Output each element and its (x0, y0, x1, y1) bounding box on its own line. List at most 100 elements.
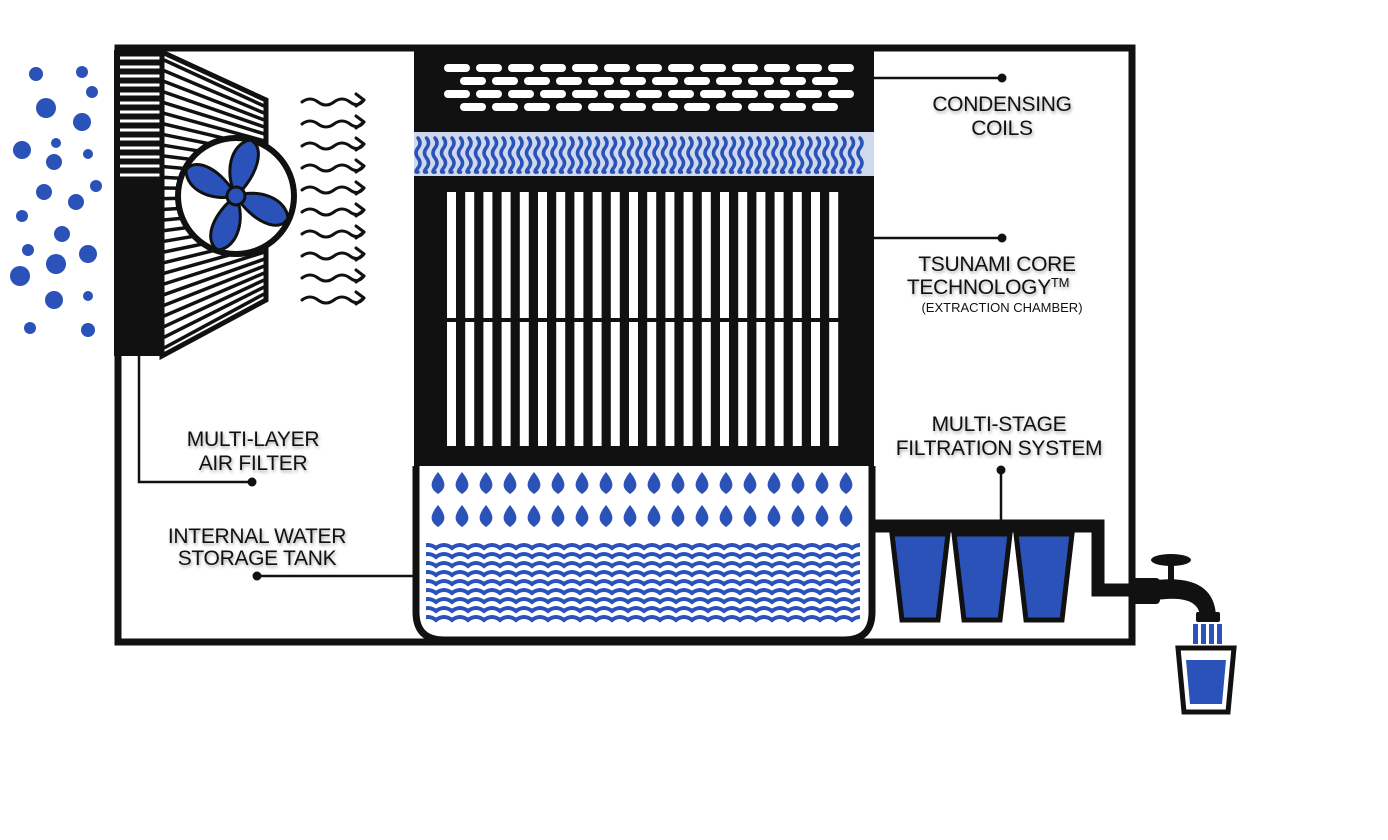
condensation-wave (728, 136, 737, 174)
fan-icon (175, 135, 297, 257)
coil-segment (588, 103, 614, 111)
extraction-column (829, 322, 839, 446)
extraction-column (538, 322, 547, 446)
airflow-squiggle (300, 295, 366, 305)
coil-segment (620, 103, 646, 111)
condensation-wave (456, 136, 465, 174)
coil-segment (780, 77, 806, 85)
extraction-column (447, 322, 456, 446)
extraction-column (592, 192, 602, 318)
airflow-squiggle (300, 251, 366, 261)
condensation-wave (558, 136, 567, 174)
leader-dots (247, 73, 1007, 581)
water-particle (68, 194, 84, 210)
condensation-wave (516, 136, 524, 174)
label-air-filter-line1: MULTI-LAYER (187, 428, 320, 451)
airflow-arrowhead (354, 246, 366, 262)
label-condensing-coils-line2: COILS (971, 117, 1033, 140)
coil-segment (636, 64, 662, 72)
condensation-wave (737, 136, 745, 174)
extraction-chamber-columns (447, 192, 839, 446)
water-particle (46, 154, 62, 170)
water-particle (51, 138, 61, 148)
condensation-wave (856, 136, 864, 174)
extraction-column (574, 322, 584, 446)
filter-slat (163, 58, 265, 108)
airflow-arrows (300, 92, 366, 306)
extraction-column (792, 322, 802, 446)
condensation-wave (652, 136, 660, 174)
condensation-wave (813, 136, 822, 174)
coil-segment (796, 64, 822, 72)
airflow-squiggle (300, 141, 366, 151)
coil-segment (684, 103, 710, 111)
extraction-column (610, 322, 620, 446)
water-wave (426, 597, 860, 605)
condensation-wave (448, 136, 456, 174)
coil-segment (604, 90, 630, 98)
water-droplet (503, 505, 517, 527)
water-droplet (767, 472, 781, 494)
filter-slat (163, 257, 265, 297)
faucet-icon (1132, 554, 1220, 622)
water-droplet (623, 505, 637, 527)
filter-slat (163, 69, 265, 115)
airflow-squiggle (300, 185, 366, 195)
filter-cartridge-1 (889, 531, 951, 623)
extraction-column (683, 192, 693, 318)
filter-slat (163, 90, 265, 129)
label-tank-line1: INTERNAL WATER (168, 525, 346, 548)
extraction-column (683, 322, 693, 446)
water-particle (90, 180, 102, 192)
condensation-wave (422, 136, 431, 174)
coil-segment (700, 90, 726, 98)
coil-segment (556, 77, 582, 85)
extraction-column (829, 192, 839, 318)
condensation-wave (609, 136, 618, 174)
water-glass-icon (1175, 645, 1237, 715)
water-particle (22, 244, 34, 256)
condensation-wave (507, 136, 516, 174)
airflow-squiggle (300, 97, 366, 107)
coil-segment (732, 64, 758, 72)
label-filtration-line2: FILTRATION SYSTEM (896, 437, 1102, 460)
condensation-wave (711, 136, 720, 174)
coil-segment (460, 103, 486, 111)
condensation-wave (660, 136, 669, 174)
coil-segment (620, 77, 646, 85)
water-droplet (479, 505, 493, 527)
water-droplet (455, 505, 469, 527)
water-particle (45, 291, 63, 309)
extraction-column (629, 322, 638, 446)
air-filter-front-panel (114, 50, 162, 356)
coil-segment (508, 90, 534, 98)
water-wave (426, 561, 860, 569)
extraction-column (519, 322, 529, 446)
airflow-squiggle (300, 229, 366, 239)
coil-segment (780, 103, 806, 111)
water-droplet (839, 472, 853, 494)
filter-slat (163, 250, 265, 286)
condensation-wave (482, 136, 490, 174)
water-droplet (599, 472, 613, 494)
label-air-filter-line2: AIR FILTER (199, 452, 308, 475)
condensation-wave (550, 136, 558, 174)
coil-segment (508, 64, 534, 72)
coil-segment (828, 90, 854, 98)
water-stream (1193, 624, 1222, 644)
extraction-column (756, 322, 766, 446)
water-particle (83, 291, 93, 301)
coil-segment (700, 64, 726, 72)
water-particle (13, 141, 31, 159)
water-particle (81, 323, 95, 337)
coil-segment (732, 90, 758, 98)
condensation-wave (771, 136, 779, 174)
coil-segment (476, 64, 502, 72)
condensation-wave (694, 136, 703, 174)
central-chamber (412, 46, 876, 644)
air-filter-housing (159, 48, 269, 361)
water-particle (83, 149, 93, 159)
condensation-wave (567, 136, 575, 174)
condensation-wave (439, 136, 448, 174)
filter-slat (163, 292, 265, 350)
